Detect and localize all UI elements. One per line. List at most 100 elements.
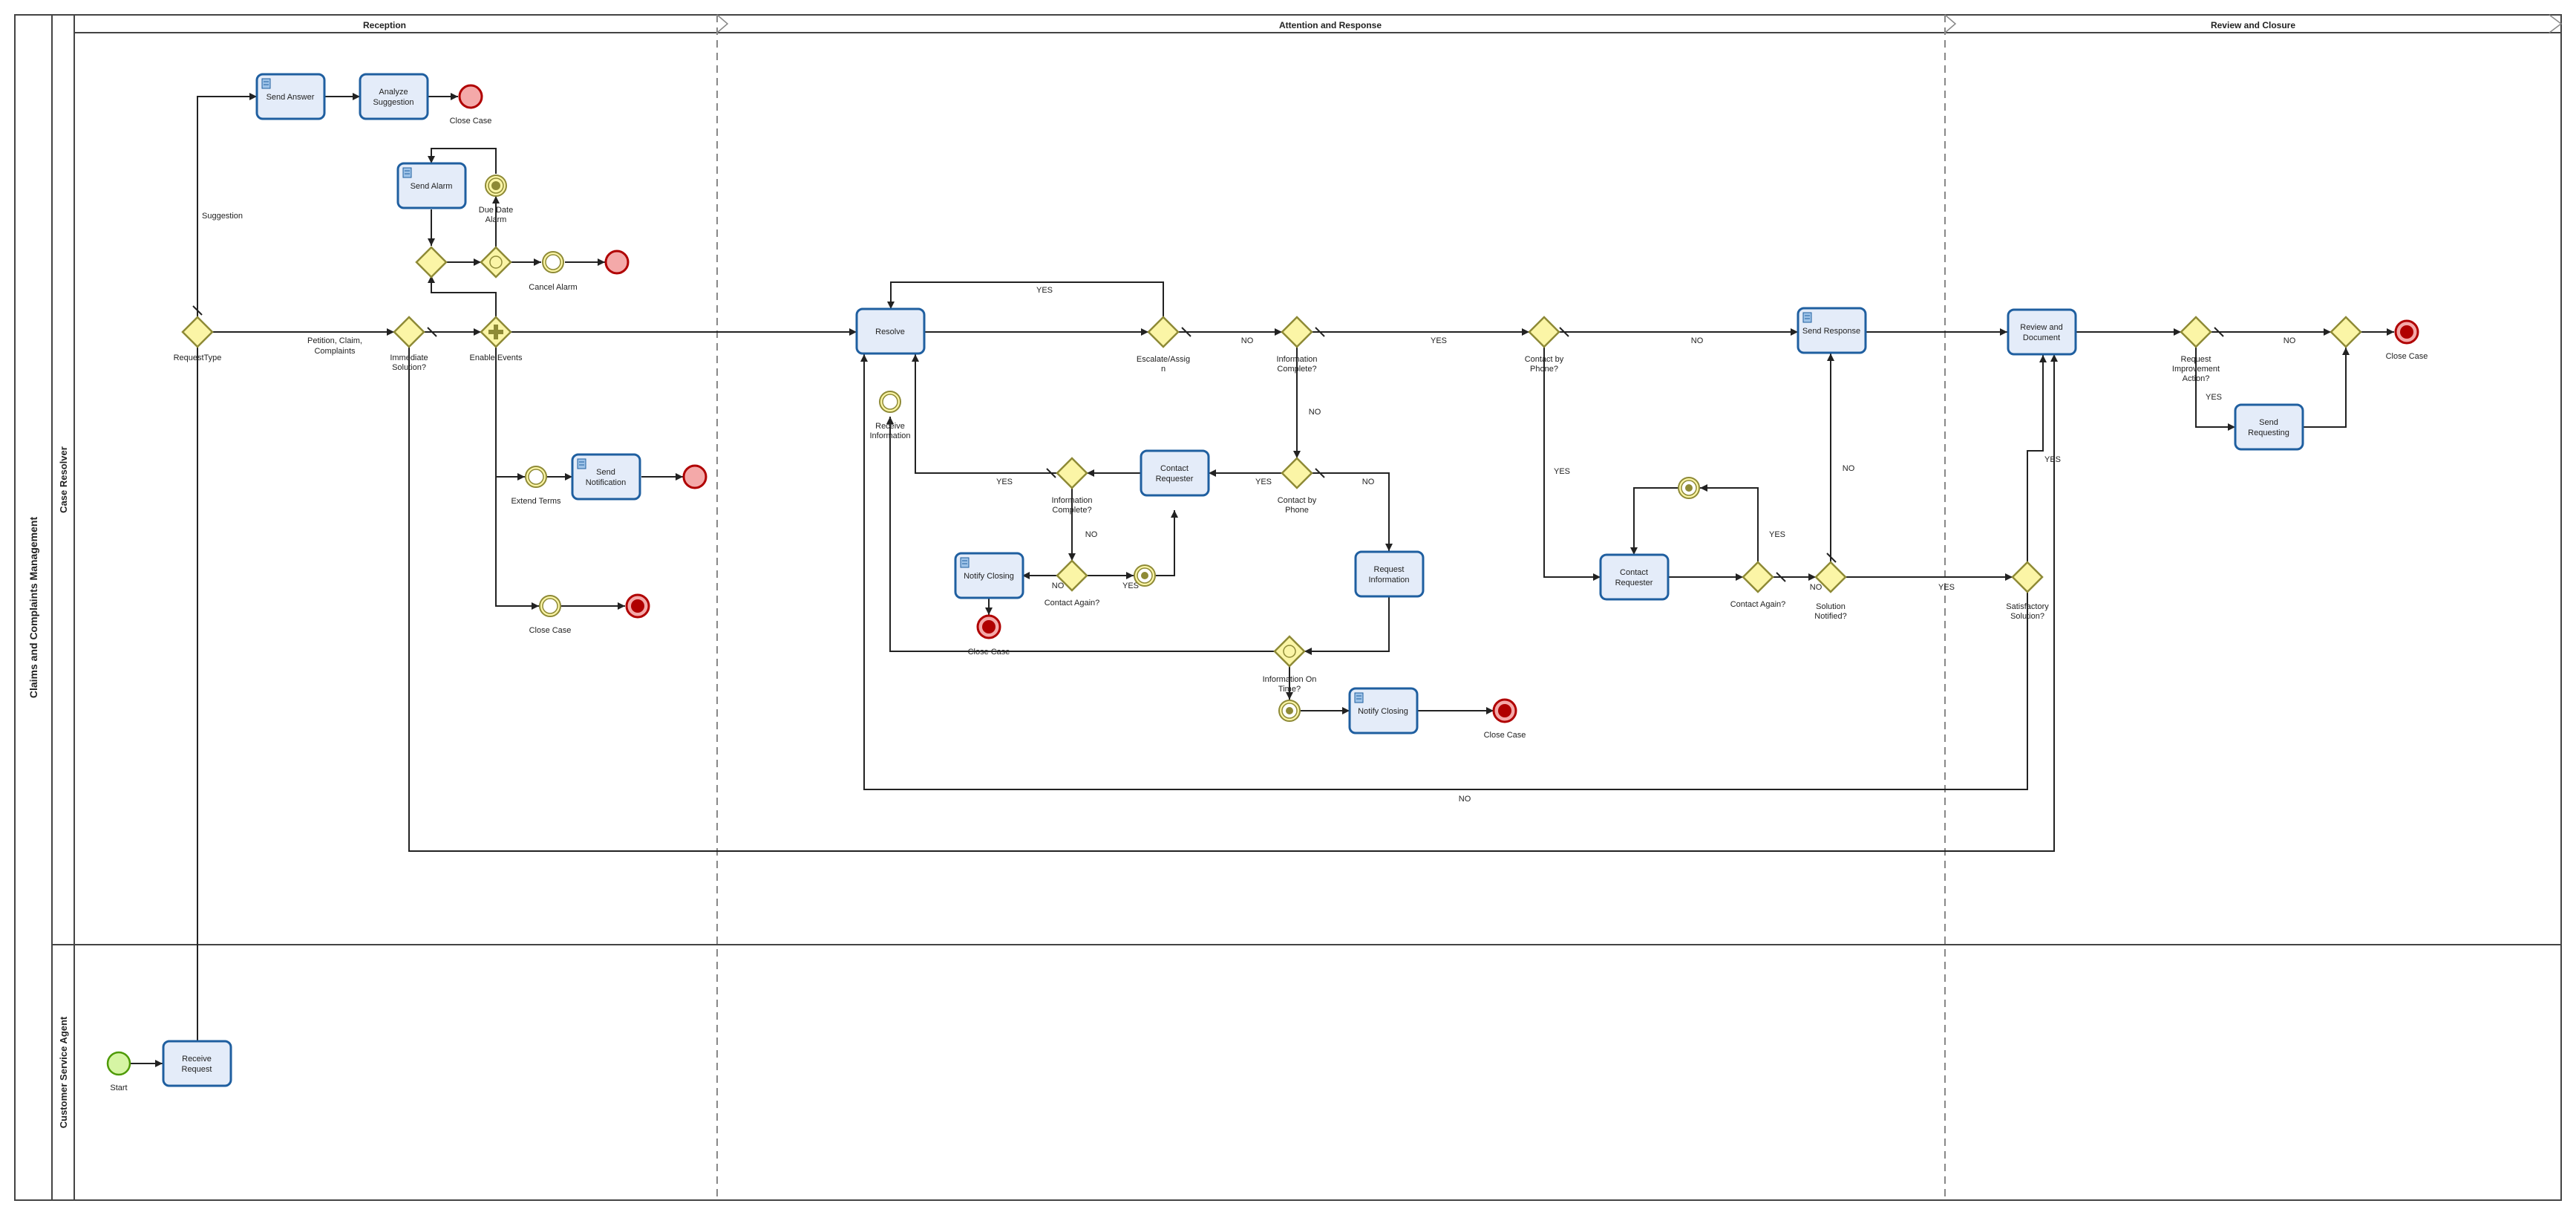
task-label: Resolve	[875, 328, 905, 336]
gateway-label-line: Request	[2181, 355, 2211, 364]
task-label: Notify Closing	[964, 572, 1014, 581]
task-notify-closing-1[interactable]: Notify Closing	[954, 552, 1024, 599]
task-notify-closing-2[interactable]: Notify Closing	[1348, 687, 1419, 734]
flow	[428, 276, 497, 317]
task-label-line: Send	[596, 468, 615, 477]
gateway-label: RequestType	[174, 354, 222, 362]
end-event-close-case-1[interactable]: Close Case	[450, 84, 492, 126]
default-mark	[1046, 468, 1056, 478]
gateway-contact-again-2[interactable]: Contact Again?	[1730, 561, 1786, 609]
flow-label-no: NO	[1691, 336, 1704, 345]
task-send-response[interactable]: Send Response	[1797, 307, 1867, 354]
gateway-event-based-alarm[interactable]	[480, 246, 512, 278]
task-send-alarm[interactable]: Send Alarm	[396, 162, 467, 209]
event-gateway-icon	[489, 255, 503, 269]
terminate-end-event-1[interactable]	[625, 593, 650, 619]
flow	[197, 93, 257, 319]
flow-label-no: NO	[1085, 530, 1098, 539]
flow-label-no: NO	[1810, 583, 1823, 592]
flow	[1630, 487, 1678, 555]
intermediate-event-close-case-2[interactable]: Close Case	[529, 595, 572, 635]
default-mark	[2214, 327, 2224, 337]
gateway-merge-alarm[interactable]	[415, 246, 448, 278]
script-icon	[261, 78, 271, 89]
task-send-answer[interactable]: Send Answer	[255, 73, 326, 120]
end-event-notification[interactable]	[682, 464, 707, 489]
script-icon	[1354, 692, 1364, 703]
event-label: Close Case	[2386, 352, 2428, 361]
terminate-end-event-close-case-3[interactable]: Close Case	[968, 614, 1010, 657]
flow	[860, 354, 2028, 790]
flow-label-yes: YES	[1938, 583, 1955, 592]
intermediate-event-extend-terms[interactable]: Extend Terms	[511, 466, 561, 506]
gateway-label: Contact Again?	[1045, 599, 1100, 608]
start-event[interactable]: Start	[106, 1051, 131, 1092]
flow-label-no: NO	[1241, 336, 1254, 345]
intermediate-event-contact-again-1[interactable]	[1134, 564, 1156, 587]
gateway-merge-final[interactable]	[2330, 316, 2362, 348]
flow	[428, 148, 497, 174]
task-label-line: Requesting	[2248, 429, 2289, 437]
flow	[495, 477, 539, 610]
timer-event-info-on-time[interactable]	[1278, 700, 1301, 722]
gateway-label-line: Satisfactory	[2006, 602, 2049, 611]
task-label-line: Receive	[182, 1055, 212, 1063]
terminate-end-event-close-case-4[interactable]: Close Case	[1484, 698, 1526, 740]
task-resolve[interactable]: Resolve	[855, 307, 926, 355]
gateway-label-line: Improvement	[2172, 365, 2220, 374]
gateway-label-line: Notified?	[1814, 612, 1846, 621]
gateway-contact-again-1[interactable]: Contact Again?	[1045, 559, 1100, 608]
clock-icon	[1685, 484, 1693, 492]
end-event-alarm[interactable]	[604, 250, 630, 275]
timer-event-contact-again-2[interactable]	[1678, 477, 1700, 499]
event-label-line: Receive	[875, 422, 905, 431]
task-label-line: Suggestion	[373, 98, 413, 107]
flow	[1312, 472, 1393, 551]
pool: Claims and Complaints Management Case Re…	[14, 14, 2562, 1201]
gateway-enable-events[interactable]: Enable Events	[470, 316, 523, 362]
pool-label: Claims and Complaints Management	[27, 517, 39, 699]
flow-labels: Suggestion Petition, Claim,Complaints YE…	[202, 212, 2296, 804]
phase-label-attention: Attention and Response	[1279, 20, 1382, 30]
flow	[1700, 484, 1759, 562]
flow-label-no: NO	[1052, 582, 1065, 590]
gateway-request-type[interactable]: RequestType	[174, 316, 222, 362]
task-label-line: Contact	[1160, 464, 1189, 473]
script-icon	[577, 458, 586, 469]
event-label: Close Case	[529, 626, 572, 635]
intermediate-event-cancel-alarm[interactable]: Cancel Alarm	[529, 251, 578, 292]
flow-label-petition: Petition, Claim,Complaints	[307, 336, 362, 356]
terminate-end-event-close-case-5[interactable]: Close Case	[2386, 319, 2428, 361]
gateway-label-line: Contact by	[1525, 355, 1564, 364]
gateway-label: Contact Again?	[1730, 600, 1786, 609]
event-label: Cancel Alarm	[529, 283, 577, 292]
gateway-label: Enable Events	[470, 354, 523, 362]
